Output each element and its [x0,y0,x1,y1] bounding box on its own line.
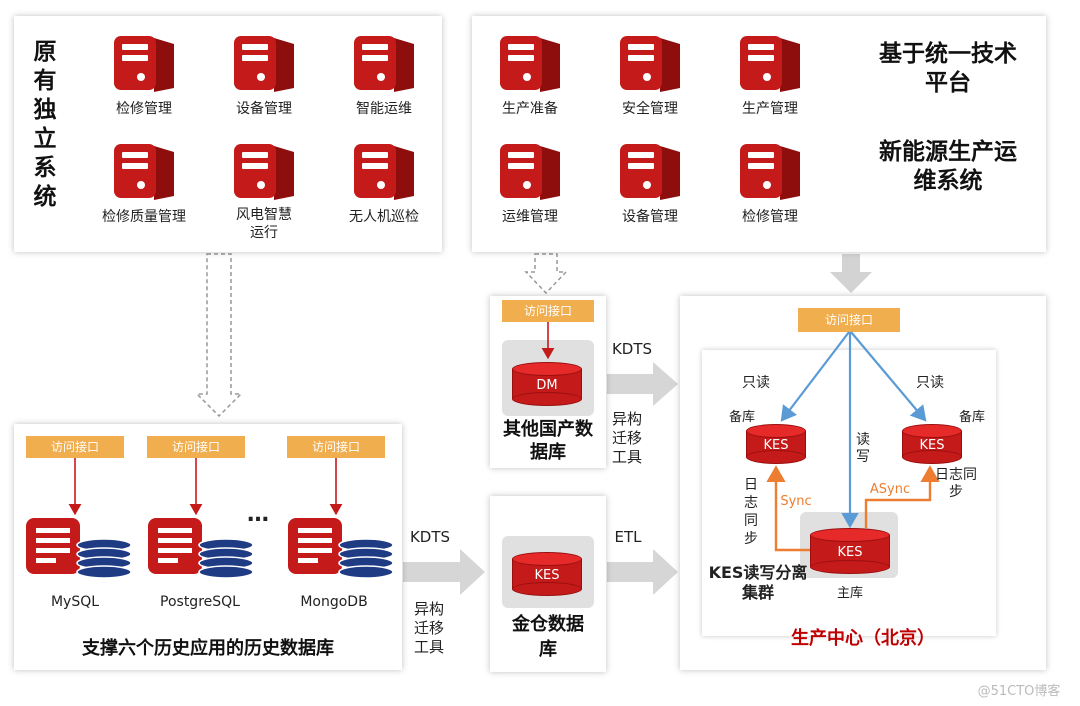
production-center-panel: 生产中心（北京） [680,296,1046,670]
kes-cylinder: KES [512,552,582,596]
standby-right-label: 备库 [958,410,985,425]
readonly-right-label: 只读 [916,375,944,391]
arrow-dm-to-center [607,362,678,406]
log-sync-right-label: 日志同步 [935,467,977,500]
server-icon [496,34,564,92]
kes-database-panel: 金仓数据库 [490,496,606,672]
system-label: 检修质量管理 [102,209,186,225]
ops-system-title: 新能源生产运维系统 [879,139,1017,194]
dm-interface[interactable]: 访问接口 [502,300,594,322]
system-label: 运维管理 [502,209,558,225]
server-icon [350,34,418,92]
standby-left-label: 备库 [728,410,755,425]
system-label: 安全管理 [622,101,678,117]
dashed-arrow-right [524,253,568,295]
hetero-tool-bottom: 异构迁移工具 [414,600,445,656]
platform-title: 基于统一技术平台 [879,41,1017,96]
system-label: 生产管理 [742,101,798,117]
sync-label: Sync [780,494,812,509]
log-sync-left-label: 日志同步 [744,477,758,547]
kes-title: 金仓数据库 [512,614,584,660]
etl-label: ETL [614,528,642,546]
system-label: 无人机巡检 [349,209,419,225]
primary-label: 主库 [836,586,863,601]
production-center-title: 生产中心（北京） [791,628,935,649]
history-db-title: 支撑六个历史应用的历史数据库 [82,638,334,659]
watermark: @51CTO博客 [977,684,1061,699]
kes-standby-left: KES [746,424,806,464]
db-label-mongodb: MongoDB [300,594,368,610]
system-label: 设备管理 [236,101,292,117]
system-label: 风电智慧运行 [236,207,292,241]
history-interface-mysql[interactable]: 访问接口 [26,436,124,458]
history-interface-postgresql[interactable]: 访问接口 [147,436,245,458]
async-label: ASync [869,482,911,497]
system-label: 设备管理 [622,209,678,225]
cluster-label: KES读写分离集群 [708,563,808,602]
db-label-postgresql: PostgreSQL [160,594,240,610]
server-icon [496,142,564,200]
history-db-icon [146,516,256,580]
kdts-label-top: KDTS [611,340,653,358]
server-icon [230,142,298,200]
server-icon [616,34,684,92]
kes-primary: KES [810,528,890,574]
readonly-left-label: 只读 [742,375,770,391]
kes-standby-right: KES [902,424,962,464]
server-icon [736,34,804,92]
arrow-history-to-kes [403,549,485,595]
center-interface[interactable]: 访问接口 [798,308,900,332]
server-icon [110,34,178,92]
history-db-icon [286,516,396,580]
hetero-tool-top: 异构迁移工具 [612,410,643,466]
server-icon [230,34,298,92]
server-icon [110,142,178,200]
system-label: 智能运维 [356,101,412,117]
system-label: 检修管理 [116,101,172,117]
db-label-mysql: MySQL [50,594,100,610]
readwrite-label: 读写 [856,432,870,465]
server-icon [616,142,684,200]
history-db-icon [24,516,134,580]
solid-arrow-down [830,254,872,293]
system-label: 检修管理 [742,209,798,225]
system-label: 生产准备 [502,101,558,117]
dashed-arrow-left [195,253,243,418]
server-icon [350,142,418,200]
history-interface-mongodb[interactable]: 访问接口 [287,436,385,458]
server-icon [736,142,804,200]
kdts-label-bottom: KDTS [409,528,451,546]
dm-title: 其他国产数据库 [503,419,593,463]
history-ellipsis: … [247,502,269,527]
dm-cylinder: DM [512,362,582,406]
arrow-kes-to-center [607,549,678,595]
legacy-systems-title: 原有独立系统 [33,39,57,210]
